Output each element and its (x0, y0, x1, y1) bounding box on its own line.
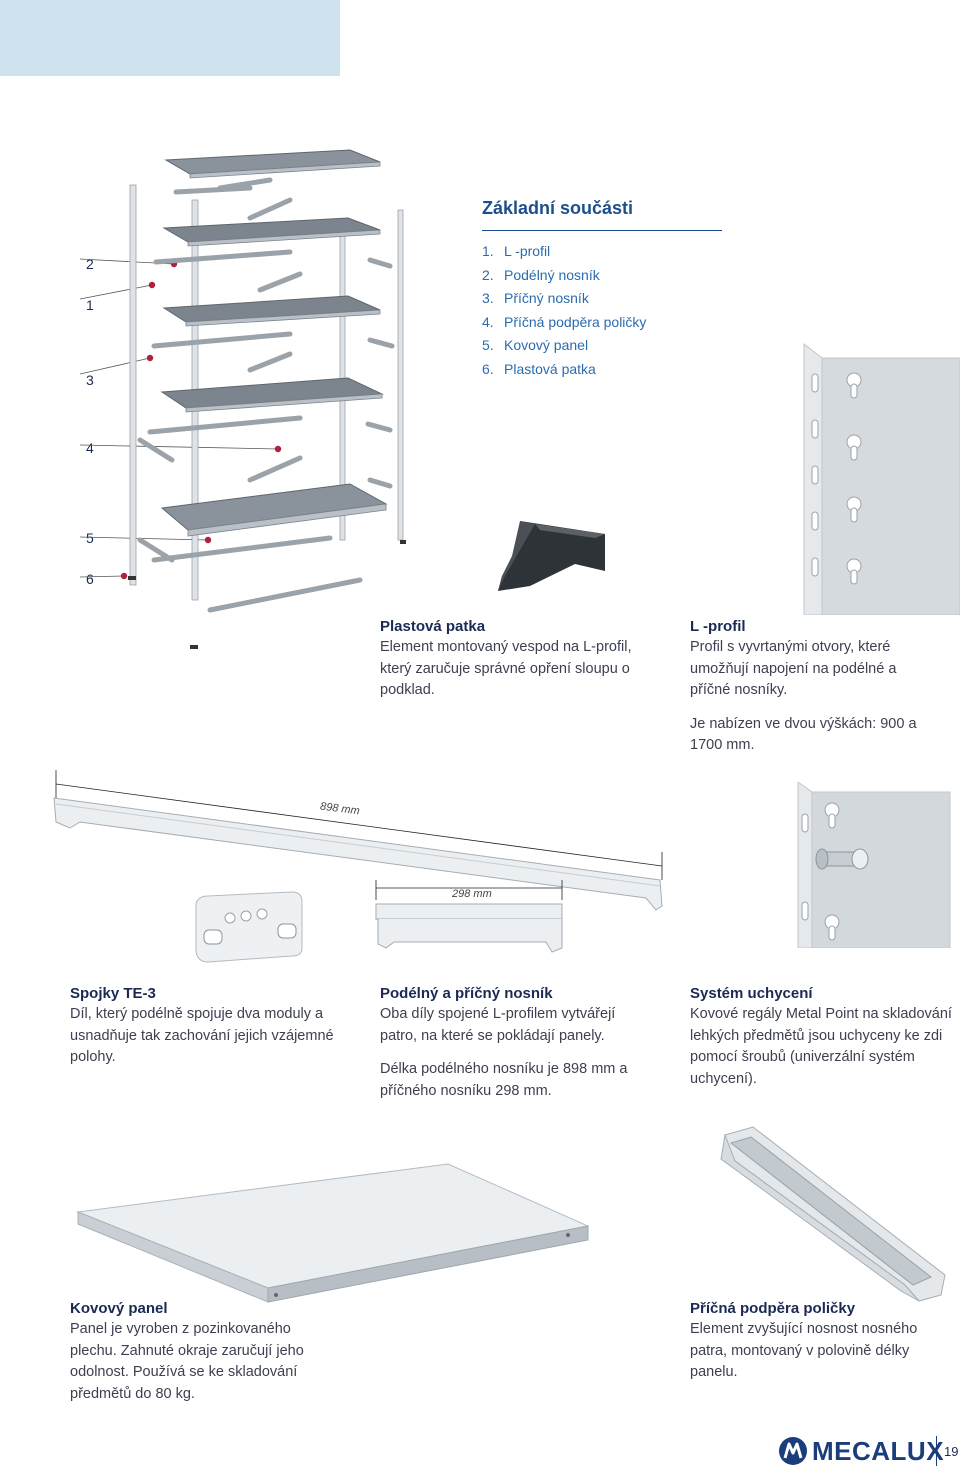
metal-panel-illustration (76, 1163, 590, 1303)
lprofile-title: L -profil (690, 618, 746, 635)
callout-5: 5 (86, 530, 94, 546)
beams-block: Podélný a příčný nosník Oba díly spojené… (380, 983, 650, 1102)
mecalux-logo-icon (779, 1437, 807, 1465)
panel-title: Kovový panel (70, 1300, 168, 1317)
callout-3: 3 (86, 372, 94, 388)
lprofile-text: Profil s vyvrtanými otvory, které umožňu… (690, 639, 897, 698)
callout-1: 1 (86, 297, 94, 313)
beam-illustration (53, 770, 663, 920)
callout-4: 4 (86, 440, 94, 456)
plastic-foot-illustration (498, 521, 605, 591)
brand-name: MECALUX (812, 1436, 945, 1466)
foot-text: Element montovaný vespod na L-profil, kt… (380, 639, 632, 698)
fixing-text: Kovové regály Metal Point na skladování … (690, 1006, 952, 1087)
list-item: 6.Plastová patka (482, 360, 596, 377)
footer-divider (936, 1436, 937, 1466)
foot-title: Plastová patka (380, 618, 486, 635)
lprofile-heights: Je nabízen ve dvou výškách: 900 a 1700 m… (690, 715, 917, 754)
fixing-title: Systém uchycení (690, 985, 813, 1002)
list-item: 4.Příčná podpěra poličky (482, 313, 647, 330)
components-title: Základní součásti (482, 198, 634, 218)
shelf-support-illustration (720, 1126, 946, 1302)
foot-block: Plastová patka Element montovaný vespod … (380, 616, 660, 702)
te3-text: Díl, který podélně spojuje dva moduly a … (70, 1006, 334, 1065)
shelving-exploded-illustration (80, 149, 406, 649)
callout-2: 2 (86, 256, 94, 272)
list-item: 5.Kovový panel (482, 337, 589, 353)
lprofile-block: L -profil Profil s vyvrtanými otvory, kt… (690, 616, 930, 757)
te3-connector-illustration (195, 891, 303, 963)
beams-lengths: Délka podélného nosníku je 898 mm a příč… (380, 1061, 628, 1099)
panel-text: Panel je vyroben z pozinkovaného plechu.… (70, 1321, 304, 1402)
support-text: Element zvyšující nosnost nosného patra,… (690, 1321, 918, 1380)
corner-block (0, 0, 340, 76)
wall-fixing-illustration (797, 782, 951, 948)
short-beam-dimension: 298 mm (452, 888, 492, 900)
components-list: 1.L -profil 2.Podélný nosník 3.Příčný no… (482, 240, 646, 381)
panel-block: Kovový panel Panel je vyroben z pozinkov… (70, 1298, 330, 1405)
l-profile-illustration (803, 342, 960, 615)
te3-block: Spojky TE-3 Díl, který podélně spojuje d… (70, 983, 340, 1069)
support-title: Příčná podpěra poličky (690, 1300, 856, 1317)
list-item: 3.Příčný nosník (482, 290, 589, 306)
list-item: 2.Podélný nosník (482, 266, 600, 283)
support-block: Příčná podpěra poličky Element zvyšující… (690, 1298, 940, 1384)
list-item: 1.L -profil (482, 243, 551, 259)
components-rule (482, 230, 722, 231)
beams-text: Oba díly spojené L-profilem vytvářejí pa… (380, 1006, 616, 1044)
short-beam-illustration (377, 918, 563, 953)
page-number: 19 (944, 1444, 959, 1459)
fixing-block: Systém uchycení Kovové regály Metal Poin… (690, 983, 955, 1090)
te3-title: Spojky TE-3 (70, 985, 156, 1002)
callout-6: 6 (86, 571, 94, 587)
beams-title: Podélný a příčný nosník (380, 985, 553, 1002)
